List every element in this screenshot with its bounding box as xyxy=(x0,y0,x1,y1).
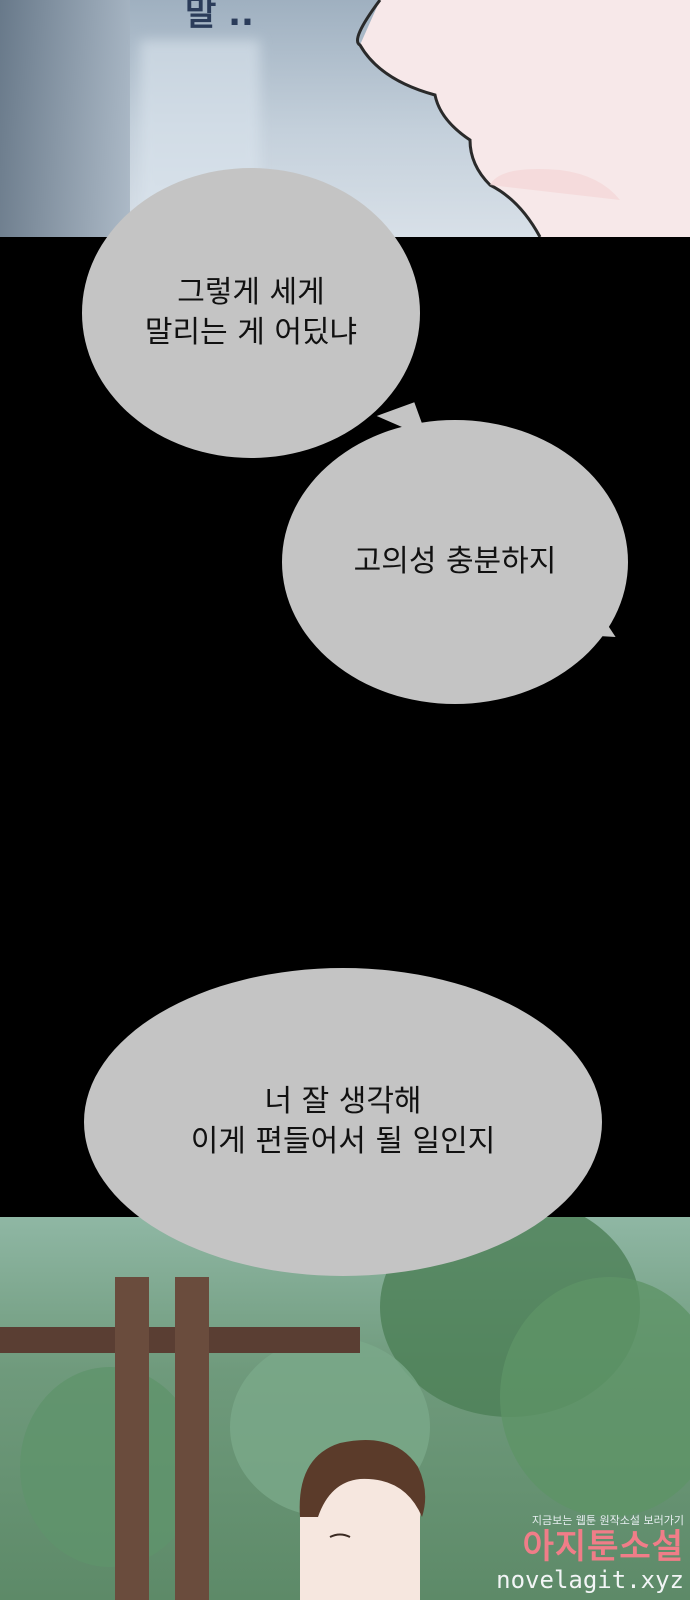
watermark-url[interactable]: novelagit.xyz xyxy=(496,1566,684,1594)
dialogue-line: 고의성 충분하지 xyxy=(353,544,557,579)
speech-bubble: 고의성 충분하지 xyxy=(282,420,628,704)
watermark-tagline: 지금보는 웹툰 원작소설 보러가기 xyxy=(531,1514,684,1527)
dialogue-line: 이게 편들어서 될 일인지 xyxy=(190,1124,496,1159)
tree-foliage xyxy=(500,1277,690,1517)
watermark-brand: 아지툰소설 xyxy=(522,1527,684,1567)
dialogue-line: 말리는 게 어딨냐 xyxy=(144,315,358,350)
dialogue-line: 그렇게 세게 xyxy=(177,275,325,310)
top-comic-panel: 말 .. xyxy=(0,0,690,237)
character-face-illustration xyxy=(356,0,690,237)
speech-bubble: 너 잘 생각해 이게 편들어서 될 일인지 xyxy=(84,968,602,1276)
dialogue-line: 너 잘 생각해 xyxy=(264,1084,422,1119)
wooden-post xyxy=(175,1277,209,1600)
speech-bubble: 그렇게 세게 말리는 게 어딨냐 xyxy=(82,168,428,458)
sound-effect-text: 말 .. xyxy=(185,0,254,34)
wooden-post xyxy=(115,1277,149,1600)
tree-foliage xyxy=(20,1367,200,1567)
background-blur xyxy=(0,0,130,237)
site-watermark: 지금보는 웹툰 원작소설 보러가기 아지툰소설 novelagit.xyz xyxy=(462,1512,684,1594)
character-boy-illustration xyxy=(299,1440,426,1600)
